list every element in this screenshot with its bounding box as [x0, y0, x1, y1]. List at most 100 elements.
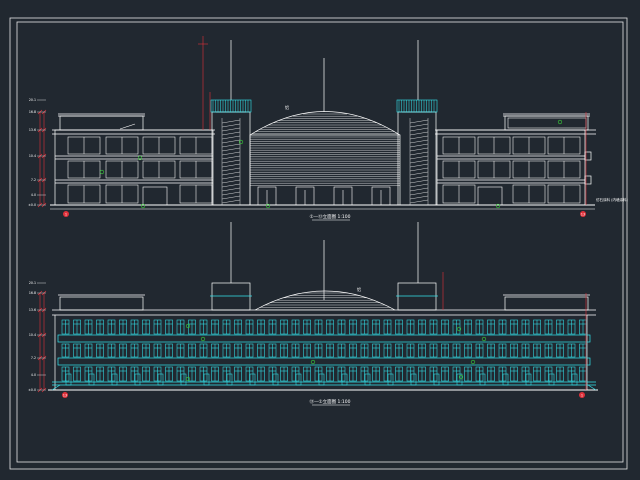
- rear-dimension-lines: [39, 272, 587, 390]
- door: [318, 373, 325, 386]
- rear-right-tower: [397, 282, 437, 311]
- rear-level-marks: 20.116.813.610.47.24.0±0.0: [28, 281, 46, 392]
- stair-tread: [221, 147, 241, 152]
- door: [502, 373, 509, 386]
- door: [341, 373, 348, 386]
- rear-axis-left: 13: [63, 394, 67, 398]
- level-mark: 10.4: [29, 333, 36, 337]
- level-mark: ±0.0: [28, 388, 36, 392]
- stair-tread: [221, 199, 241, 204]
- stair-tread: [221, 131, 241, 136]
- stair-tread: [409, 143, 429, 148]
- stair-tread: [221, 135, 241, 140]
- door: [548, 373, 555, 386]
- door: [479, 373, 486, 386]
- level-mark: 4.0: [31, 193, 36, 197]
- rear-dome: [254, 290, 396, 311]
- door: [364, 373, 371, 386]
- front-dimension-lines: [39, 36, 587, 205]
- stair-tread: [409, 175, 429, 180]
- stair-tread: [409, 199, 429, 204]
- stair-tread: [409, 139, 429, 144]
- front-elevation: [50, 40, 596, 210]
- stair-tread: [221, 167, 241, 172]
- stair-tread: [409, 147, 429, 152]
- stair-tread: [221, 127, 241, 132]
- front-title: ①—⑬立面图 1:100: [310, 213, 351, 220]
- stair-tread: [221, 191, 241, 196]
- rear-left-tower: [211, 282, 251, 311]
- front-level-marks: 20.116.813.610.47.24.0±0.0: [28, 98, 46, 207]
- stair-tread: [409, 195, 429, 200]
- front-dome: [249, 111, 401, 136]
- door: [142, 186, 168, 206]
- stair-tread: [221, 159, 241, 164]
- stair-tread: [409, 159, 429, 164]
- rear-title: ⑬—①立面图 1:100: [310, 398, 351, 405]
- stair-tread: [221, 139, 241, 144]
- front-tower-stairs: [221, 118, 429, 205]
- stair-tread: [221, 151, 241, 156]
- door: [226, 373, 233, 386]
- rear-elevation: [48, 222, 598, 391]
- door: [456, 373, 463, 386]
- stair-tread: [409, 163, 429, 168]
- stair-tread: [409, 123, 429, 128]
- front-windows: [67, 117, 587, 204]
- level-mark: 13.6: [29, 308, 36, 312]
- stair-tread: [221, 195, 241, 200]
- front-tower-caps: [210, 99, 438, 113]
- door: [203, 373, 210, 386]
- level-mark: 7.2: [31, 356, 36, 360]
- door: [477, 186, 503, 206]
- stair-tread: [221, 119, 241, 124]
- stair-tread: [409, 131, 429, 136]
- level-mark: ±0.0: [28, 203, 36, 207]
- door: [180, 373, 187, 386]
- rear-axis-bubbles: [62, 323, 585, 398]
- door: [111, 373, 118, 386]
- rear-doors: [65, 373, 578, 386]
- stair-tread: [409, 183, 429, 188]
- door: [387, 373, 394, 386]
- level-mark: 16.8: [29, 110, 36, 114]
- level-mark: 20.1: [29, 98, 36, 102]
- door: [249, 373, 256, 386]
- rear-dome-note: 铝: [357, 286, 361, 292]
- front-dome-ribs: [250, 113, 400, 186]
- door: [65, 373, 72, 386]
- stair-tread: [221, 187, 241, 192]
- front-dimension-ticks: [37, 109, 47, 208]
- stair-tread: [221, 143, 241, 148]
- rear-dome-ribs: [255, 292, 395, 310]
- door: [272, 373, 279, 386]
- front-tower-cap-lines: [212, 100, 435, 112]
- stair-tread: [409, 171, 429, 176]
- level-mark: 7.2: [31, 178, 36, 182]
- front-doors: [142, 186, 503, 206]
- stair-tread: [221, 179, 241, 184]
- door: [410, 373, 417, 386]
- door: [433, 373, 440, 386]
- stair-tread: [409, 191, 429, 196]
- level-mark: 16.8: [29, 291, 36, 295]
- stair-tread: [221, 183, 241, 188]
- stair-tread: [409, 151, 429, 156]
- inner-frame: [16, 21, 624, 463]
- front-axis-left: 1: [65, 213, 67, 217]
- stair-tread: [409, 179, 429, 184]
- front-axis-bubbles: [63, 119, 586, 217]
- stair-tread: [221, 171, 241, 176]
- pavilion-window: [507, 117, 587, 129]
- front-axis-right: 13: [581, 213, 585, 217]
- stair-tread: [409, 155, 429, 160]
- stair-tread: [221, 155, 241, 160]
- outer-frame: [9, 17, 628, 470]
- door: [571, 373, 578, 386]
- rear-axis-right: 1: [581, 394, 583, 398]
- rear-windows: [61, 319, 587, 382]
- level-mark: 10.4: [29, 154, 36, 158]
- level-mark: 20.1: [29, 281, 36, 285]
